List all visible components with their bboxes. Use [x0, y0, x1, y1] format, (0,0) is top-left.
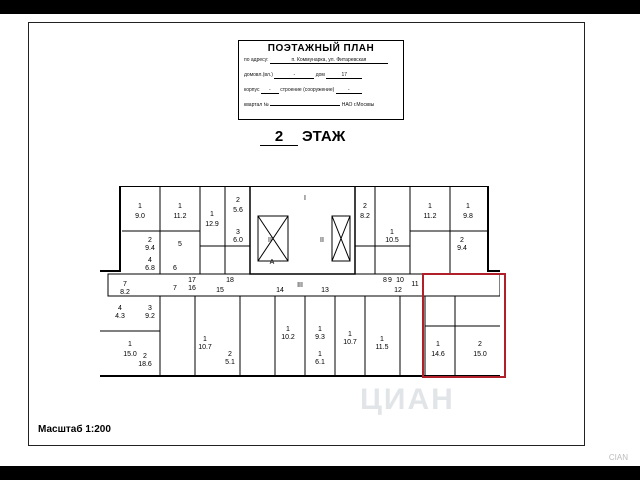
- svg-text:6: 6: [173, 265, 177, 272]
- svg-text:9: 9: [388, 277, 392, 284]
- room-labels: 19.0 111.2 112.9 25.6 36.0 29.4 46.8 5 6…: [115, 197, 487, 368]
- corridor-labels: I II III II 7 16 17 15 18 14 13 12 11 10…: [173, 195, 419, 294]
- svg-text:3: 3: [148, 305, 152, 312]
- svg-text:17: 17: [188, 277, 196, 284]
- svg-text:1: 1: [466, 203, 470, 210]
- svg-text:15.0: 15.0: [123, 351, 137, 358]
- svg-text:14: 14: [276, 287, 284, 294]
- svg-text:А: А: [270, 259, 275, 266]
- watermark: ЦИАН: [360, 383, 455, 416]
- svg-text:11.2: 11.2: [173, 213, 186, 220]
- svg-text:15: 15: [216, 287, 224, 294]
- scale-label: Масштаб 1:200: [38, 424, 111, 435]
- svg-text:5.6: 5.6: [233, 207, 243, 214]
- floor-plan-drawing: 19.0 111.2 112.9 25.6 36.0 29.4 46.8 5 6…: [97, 185, 510, 377]
- svg-text:1: 1: [390, 229, 394, 236]
- svg-text:10.2: 10.2: [281, 334, 295, 341]
- svg-text:1: 1: [286, 326, 290, 333]
- svg-text:1: 1: [428, 203, 432, 210]
- svg-text:10.7: 10.7: [343, 339, 357, 346]
- svg-text:14.6: 14.6: [431, 351, 445, 358]
- svg-text:2: 2: [363, 203, 367, 210]
- svg-text:10.7: 10.7: [198, 344, 212, 351]
- svg-text:2: 2: [143, 353, 147, 360]
- svg-text:1: 1: [436, 341, 440, 348]
- svg-text:1: 1: [380, 336, 384, 343]
- svg-text:1: 1: [203, 336, 207, 343]
- svg-text:18.6: 18.6: [138, 361, 152, 368]
- svg-text:1: 1: [178, 203, 182, 210]
- svg-text:I: I: [304, 195, 306, 202]
- svg-text:1: 1: [348, 331, 352, 338]
- svg-text:2: 2: [460, 237, 464, 244]
- svg-text:II: II: [268, 237, 272, 244]
- svg-text:3: 3: [236, 229, 240, 236]
- svg-text:12: 12: [394, 287, 402, 294]
- svg-text:18: 18: [226, 277, 234, 284]
- svg-text:1: 1: [318, 351, 322, 358]
- svg-text:7: 7: [123, 281, 127, 288]
- svg-text:2: 2: [228, 351, 232, 358]
- cian-logo: CIAN: [608, 453, 628, 462]
- core: [249, 185, 356, 275]
- svg-text:16: 16: [188, 285, 196, 292]
- svg-text:III: III: [297, 282, 303, 289]
- address-line: по адресу: п. Коммунарка, ул. Фитаревска…: [244, 57, 388, 64]
- svg-text:8: 8: [383, 277, 387, 284]
- svg-text:10: 10: [396, 277, 404, 284]
- svg-text:11: 11: [411, 281, 418, 288]
- svg-text:11.2: 11.2: [423, 213, 436, 220]
- svg-text:1: 1: [138, 203, 142, 210]
- house-line: домовл.(вл.) - дом 17: [244, 72, 363, 79]
- svg-text:10.5: 10.5: [385, 237, 399, 244]
- svg-text:8.2: 8.2: [120, 289, 130, 296]
- svg-text:1: 1: [210, 211, 214, 218]
- korpus-line: корпус - строение (сооружение) -: [244, 87, 362, 94]
- svg-text:15.0: 15.0: [473, 351, 487, 358]
- svg-text:II: II: [320, 237, 324, 244]
- svg-text:9.4: 9.4: [457, 245, 467, 252]
- svg-text:4: 4: [118, 305, 122, 312]
- selected-apartment-outline: [422, 273, 506, 378]
- plan-sheet: [28, 22, 585, 446]
- floor-number: 2: [260, 128, 298, 146]
- svg-text:6.1: 6.1: [315, 359, 325, 366]
- svg-text:12.9: 12.9: [205, 221, 219, 228]
- svg-text:9.8: 9.8: [463, 213, 473, 220]
- svg-text:6.8: 6.8: [145, 265, 155, 272]
- svg-text:13: 13: [321, 287, 329, 294]
- svg-text:9.4: 9.4: [145, 245, 155, 252]
- svg-text:11.5: 11.5: [375, 344, 388, 351]
- svg-text:2: 2: [478, 341, 482, 348]
- svg-text:7: 7: [173, 285, 177, 292]
- svg-text:1: 1: [318, 326, 322, 333]
- svg-text:1: 1: [128, 341, 132, 348]
- kvartal-line: квартал № НАО г.Москвы: [244, 102, 375, 108]
- stamp-title: ПОЭТАЖНЫЙ ПЛАН: [267, 43, 375, 54]
- svg-text:6.0: 6.0: [233, 237, 243, 244]
- svg-text:2: 2: [236, 197, 240, 204]
- svg-text:9.3: 9.3: [315, 334, 325, 341]
- svg-text:5: 5: [178, 241, 182, 248]
- svg-text:2: 2: [148, 237, 152, 244]
- title-stamp: ПОЭТАЖНЫЙ ПЛАН по адресу: п. Коммунарка,…: [238, 40, 404, 120]
- floor-label: ЭТАЖ: [302, 128, 346, 145]
- svg-text:4.3: 4.3: [115, 313, 125, 320]
- svg-text:4: 4: [148, 257, 152, 264]
- svg-text:9.2: 9.2: [145, 313, 155, 320]
- svg-text:5.1: 5.1: [225, 359, 235, 366]
- svg-text:8.2: 8.2: [360, 213, 370, 220]
- svg-text:9.0: 9.0: [135, 213, 145, 220]
